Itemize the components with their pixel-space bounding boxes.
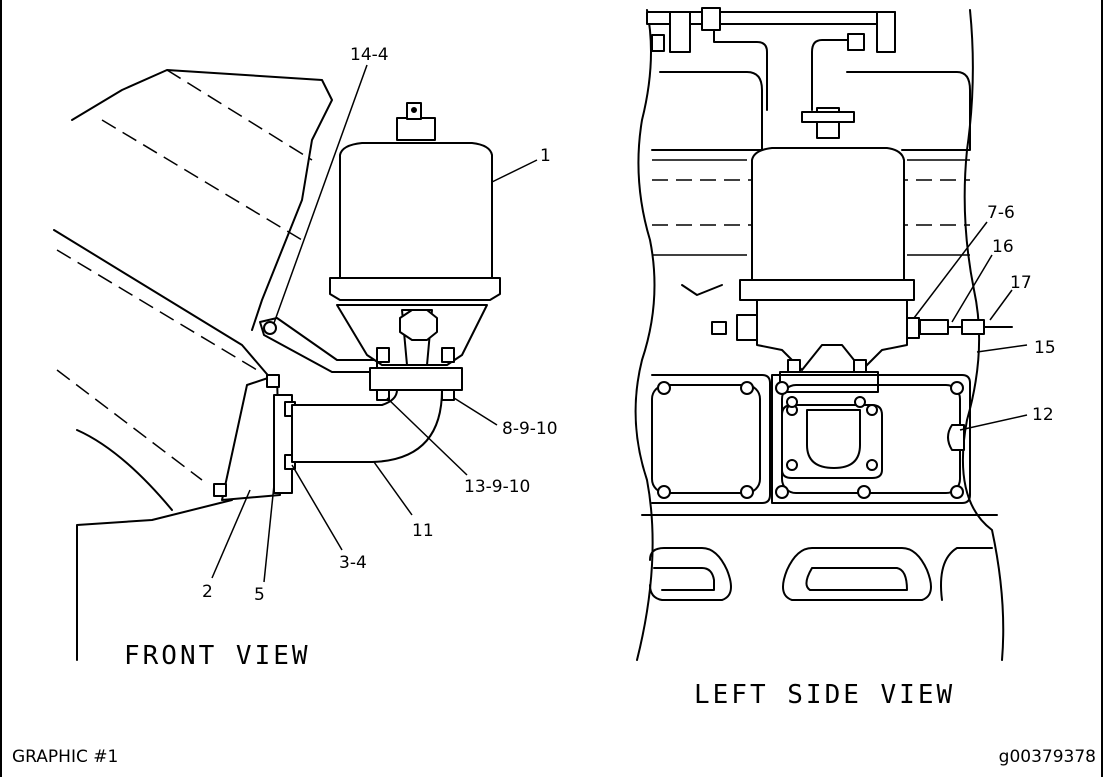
- adapter-port: [806, 409, 861, 469]
- side-outlet-fitting: [906, 317, 920, 339]
- side-filter-canister: [751, 147, 905, 281]
- elbow-tube: [291, 389, 443, 463]
- base-nut-right: [441, 389, 455, 401]
- drain-valve-body: [961, 319, 985, 335]
- leader-16: [951, 254, 993, 323]
- engine-hidden-line-3: [56, 249, 258, 371]
- side-plug: [711, 321, 727, 335]
- left-side-view: 7-6 16 17 15 12 LEFT SIDE VIEW: [634, 7, 1056, 710]
- callout-11: 11: [412, 521, 434, 541]
- leader-14-4: [273, 64, 368, 324]
- side-cover-right: [771, 374, 971, 504]
- leader-5: [263, 484, 275, 583]
- engine-hidden-line-4: [56, 369, 203, 481]
- callout-5: 5: [254, 585, 265, 605]
- callout-2: 2: [202, 582, 213, 602]
- plate-bolt-upper: [266, 374, 280, 388]
- base-bolt-left: [376, 347, 390, 363]
- fuel-line-fitting: [847, 33, 865, 51]
- callout-12: 12: [1032, 405, 1054, 425]
- rail-block-mid: [701, 7, 721, 31]
- gasket-plate: [221, 374, 281, 501]
- engine-block-outline: [71, 69, 333, 331]
- leader-13-9-10: [386, 397, 468, 476]
- engine-hidden-line-2: [101, 119, 303, 241]
- leader-17: [989, 289, 1013, 321]
- filter-cap-hole: [411, 107, 417, 113]
- side-base-bolt-left: [787, 359, 801, 373]
- callout-17: 17: [1010, 273, 1032, 293]
- callout-14-4: 14-4: [350, 45, 389, 65]
- graphic-label: GRAPHIC #1: [12, 747, 118, 767]
- leader-15: [976, 344, 1028, 353]
- rail-fitting-left: [651, 34, 665, 52]
- fuel-line-left: [713, 29, 768, 111]
- callout-7-6: 7-6: [987, 203, 1015, 223]
- engine-curve: [76, 429, 173, 511]
- callout-15: 15: [1034, 338, 1056, 358]
- rail-block-right: [876, 11, 896, 53]
- filter-head-nut: [801, 111, 855, 123]
- side-filter-base: [756, 299, 908, 371]
- base-bolt-right: [441, 347, 455, 363]
- cover-slot: [947, 424, 965, 451]
- side-cover-left: [651, 374, 771, 504]
- plate-bolt-lower: [213, 483, 227, 497]
- callout-13-9-10: 13-9-10: [464, 477, 530, 497]
- base-nut-left: [376, 389, 390, 401]
- filter-cap: [396, 117, 436, 141]
- lower-port-right-inner: [805, 567, 908, 591]
- drain-valve: [919, 319, 949, 335]
- leader-12: [959, 414, 1028, 431]
- image-id-label: g00379378: [999, 747, 1096, 767]
- base-hex-plug: [399, 309, 438, 341]
- breakline-left: [634, 9, 656, 661]
- callout-8-9-10: 8-9-10: [502, 419, 558, 439]
- side-cover-left-inner: [651, 384, 761, 494]
- callout-16: 16: [992, 237, 1014, 257]
- callout-1: 1: [540, 146, 551, 166]
- filter-collar: [329, 277, 501, 301]
- fuel-line-right: [811, 39, 863, 111]
- front-view: 1 14-4 8-9-10 13-9-10 11 3-4 2 5 FRONT V…: [53, 45, 558, 671]
- engine-hidden-line-1: [166, 69, 313, 161]
- valve-cover-right: [846, 71, 971, 151]
- leader-3-4: [291, 464, 343, 551]
- side-base-bolt-right: [853, 359, 867, 373]
- lower-port-left-inner: [653, 567, 715, 591]
- bracket-bolt: [263, 321, 277, 335]
- lower-port-right-edge: [940, 547, 993, 601]
- base-flange: [369, 367, 463, 391]
- leader-2: [211, 489, 251, 579]
- filter-canister: [339, 142, 493, 279]
- block-notch: [681, 284, 723, 296]
- side-inlet-fitting: [736, 314, 758, 341]
- front-view-title: FRONT VIEW: [124, 641, 311, 671]
- leader-8-9-10: [453, 397, 498, 426]
- valve-cover-left: [651, 71, 763, 151]
- lower-port-right: [782, 547, 932, 601]
- lower-port-left: [649, 547, 732, 601]
- rail-block-left: [669, 11, 691, 53]
- mounting-bracket: [259, 317, 378, 373]
- leader-1: [491, 159, 538, 183]
- side-filter-collar: [739, 279, 915, 301]
- left-side-view-title: LEFT SIDE VIEW: [694, 680, 955, 710]
- leader-7-6: [913, 221, 988, 319]
- leader-11: [373, 461, 413, 516]
- callout-3-4: 3-4: [339, 553, 367, 573]
- cover-bolts: [657, 381, 964, 499]
